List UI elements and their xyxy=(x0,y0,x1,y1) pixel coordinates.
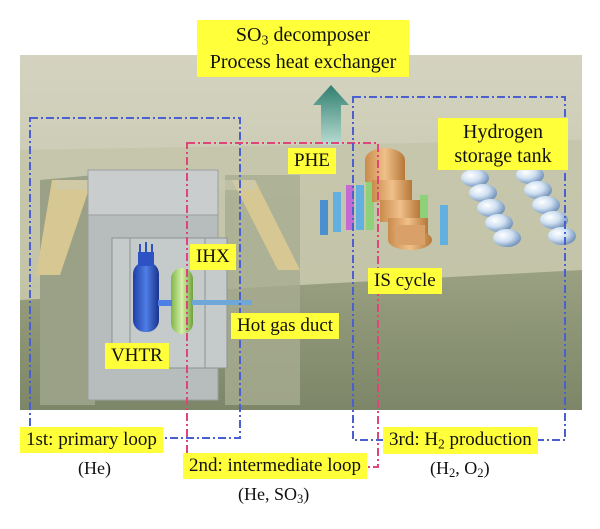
primary-loop-label: 1st: primary loop xyxy=(20,427,163,453)
is-cycle-label: IS cycle xyxy=(368,268,442,294)
primary-gas-caption: (He) xyxy=(78,458,111,478)
hydrogen-line2: storage tank xyxy=(454,145,552,167)
is-cycle-plant xyxy=(320,148,448,250)
hot-gas-duct-label: Hot gas duct xyxy=(231,313,340,339)
hydrogen-line1: Hydrogen xyxy=(463,121,543,143)
production-loop-label: 3rd: H2 production xyxy=(383,427,538,454)
vhtr-vessel xyxy=(133,262,159,332)
hot-gas-duct xyxy=(158,300,172,306)
vhtr-top xyxy=(138,252,154,266)
embankment-right xyxy=(232,180,300,270)
embankment-left xyxy=(36,180,92,275)
ihx-vessel xyxy=(171,268,193,334)
decomposer-line2: Process heat exchanger xyxy=(209,51,397,74)
intermediate-loop-label: 2nd: intermediate loop xyxy=(183,453,368,479)
phe-label: PHE xyxy=(288,148,336,174)
decomposer-line1: SO3 decomposer xyxy=(235,24,371,49)
heat-flow-arrow xyxy=(313,85,349,145)
ihx-label: IHX xyxy=(190,244,236,270)
vhtr-label: VHTR xyxy=(105,343,169,369)
decomposer-label: SO3 decomposer Process heat exchanger xyxy=(197,20,409,78)
secondary-pipe xyxy=(192,300,252,305)
reactor-building-roof xyxy=(87,169,219,216)
hydrogen-storage-label: Hydrogen storage tank xyxy=(438,118,568,170)
intermediate-gas-caption: (He, SO3) xyxy=(238,484,310,507)
hydrogen-tanks xyxy=(461,166,576,247)
production-gas-caption: (H2, O2) xyxy=(430,458,490,481)
